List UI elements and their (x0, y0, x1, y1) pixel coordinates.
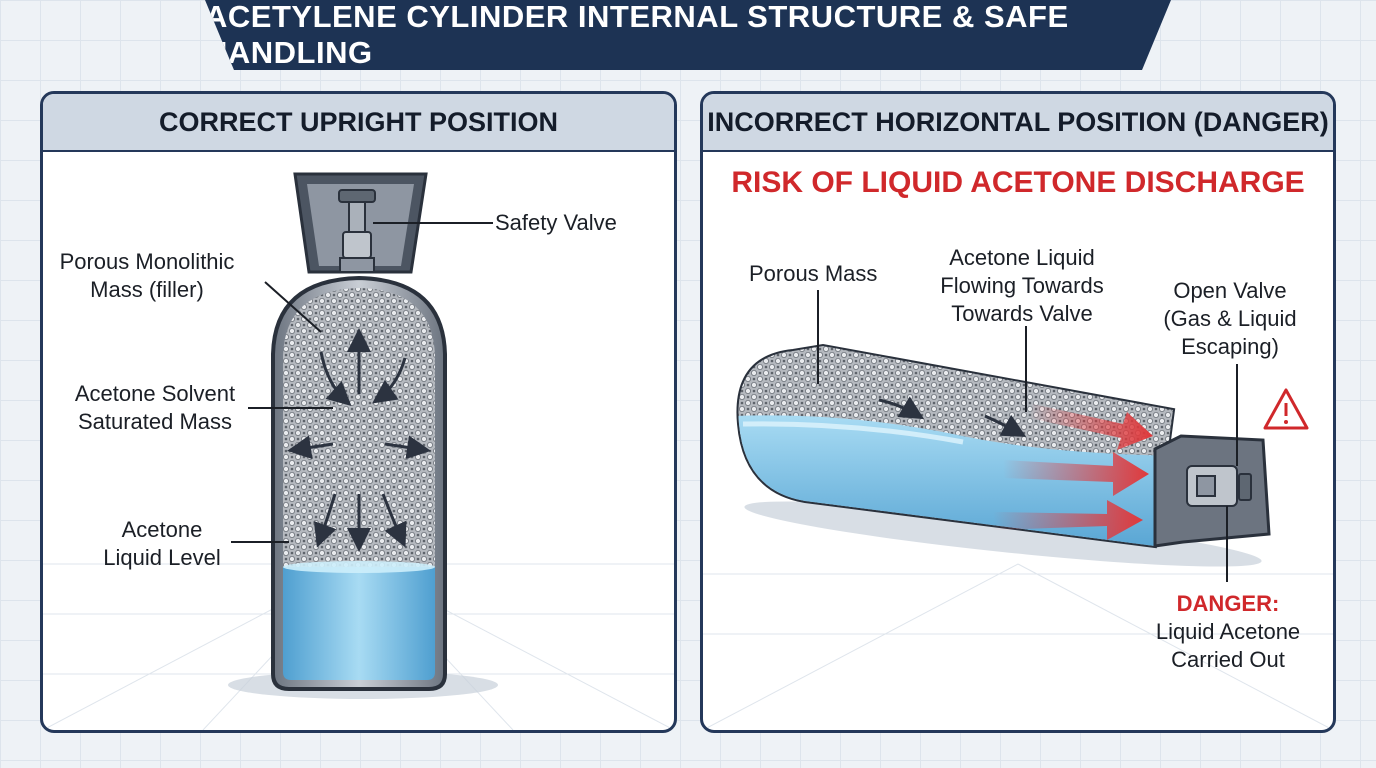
label-porous-line1: Porous Monolithic (59, 249, 235, 274)
warning-triangle-icon (1263, 388, 1309, 430)
label-porous-line2: Mass (filler) (90, 277, 204, 302)
horizontal-panel: INCORRECT HORIZONTAL POSITION (DANGER) R… (700, 91, 1336, 733)
pressure-arrow-icon (287, 328, 431, 552)
page-title: ACETYLENE CYLINDER INTERNAL STRUCTURE & … (205, 0, 1069, 70)
label-open-valve: Open Valve (Gas & Liquid Escaping) (1155, 277, 1305, 361)
label-open-line3: Escaping) (1181, 334, 1279, 359)
risk-warning: RISK OF LIQUID ACETONE DISCHARGE (731, 166, 1305, 199)
acetone-liquid (283, 567, 435, 680)
valve-neck (339, 257, 375, 273)
label-safety-valve: Safety Valve (495, 210, 617, 235)
leader-lines-right (817, 290, 1238, 582)
valve-stem (348, 201, 366, 237)
label-danger-line2: Carried Out (1171, 647, 1285, 672)
label-porous-mass-right: Porous Mass (749, 261, 878, 286)
label-porous-mass: Porous Monolithic Mass (filler) (57, 248, 237, 304)
label-danger-head: DANGER: (1176, 591, 1280, 616)
label-open-line2: (Gas & Liquid (1163, 306, 1297, 331)
upright-cylinder-diagram (43, 172, 674, 730)
label-solvent-line2: Saturated Mass (77, 409, 233, 434)
escape-arrows (993, 404, 1153, 540)
title-banner: ACETYLENE CYLINDER INTERNAL STRUCTURE & … (205, 0, 1171, 70)
leader-lines (231, 222, 493, 543)
label-acetone-solvent: Acetone Solvent Saturated Mass (57, 380, 253, 436)
horizontal-cylinder-diagram (703, 290, 1333, 730)
label-acetone-flow: Acetone Liquid Flowing Towards Towards V… (935, 244, 1109, 328)
label-danger: DANGER: Liquid Acetone Carried Out (1143, 590, 1313, 674)
upright-heading: CORRECT UPRIGHT POSITION (158, 106, 558, 137)
safety-valve-body (342, 231, 372, 259)
label-level-line1: Acetone (121, 517, 203, 542)
valve-nut (1196, 475, 1216, 497)
flow-arrow-icon (878, 396, 1027, 437)
label-danger-line1: Liquid Acetone (1155, 619, 1301, 644)
liquid-surface (283, 561, 435, 573)
cylinder-shadow-right (744, 501, 1262, 567)
label-level-line2: Liquid Level (103, 545, 221, 570)
label-acetone-level: Acetone Liquid Level (97, 516, 227, 572)
label-open-line1: Open Valve (1173, 278, 1287, 303)
label-flow-line2: Flowing Towards (940, 273, 1104, 298)
label-solvent-line1: Acetone Solvent (74, 381, 236, 406)
valve-handwheel (338, 189, 376, 203)
label-flow-line1: Acetone Liquid (949, 245, 1095, 270)
valve-outlet (1238, 473, 1252, 501)
horizontal-panel-header: INCORRECT HORIZONTAL POSITION (DANGER) (703, 94, 1333, 152)
label-flow-line3: Towards Valve (951, 301, 1093, 326)
horizontal-heading: INCORRECT HORIZONTAL POSITION (DANGER) (707, 106, 1329, 137)
upright-panel: CORRECT UPRIGHT POSITION (40, 91, 677, 733)
upright-panel-header: CORRECT UPRIGHT POSITION (43, 94, 674, 152)
